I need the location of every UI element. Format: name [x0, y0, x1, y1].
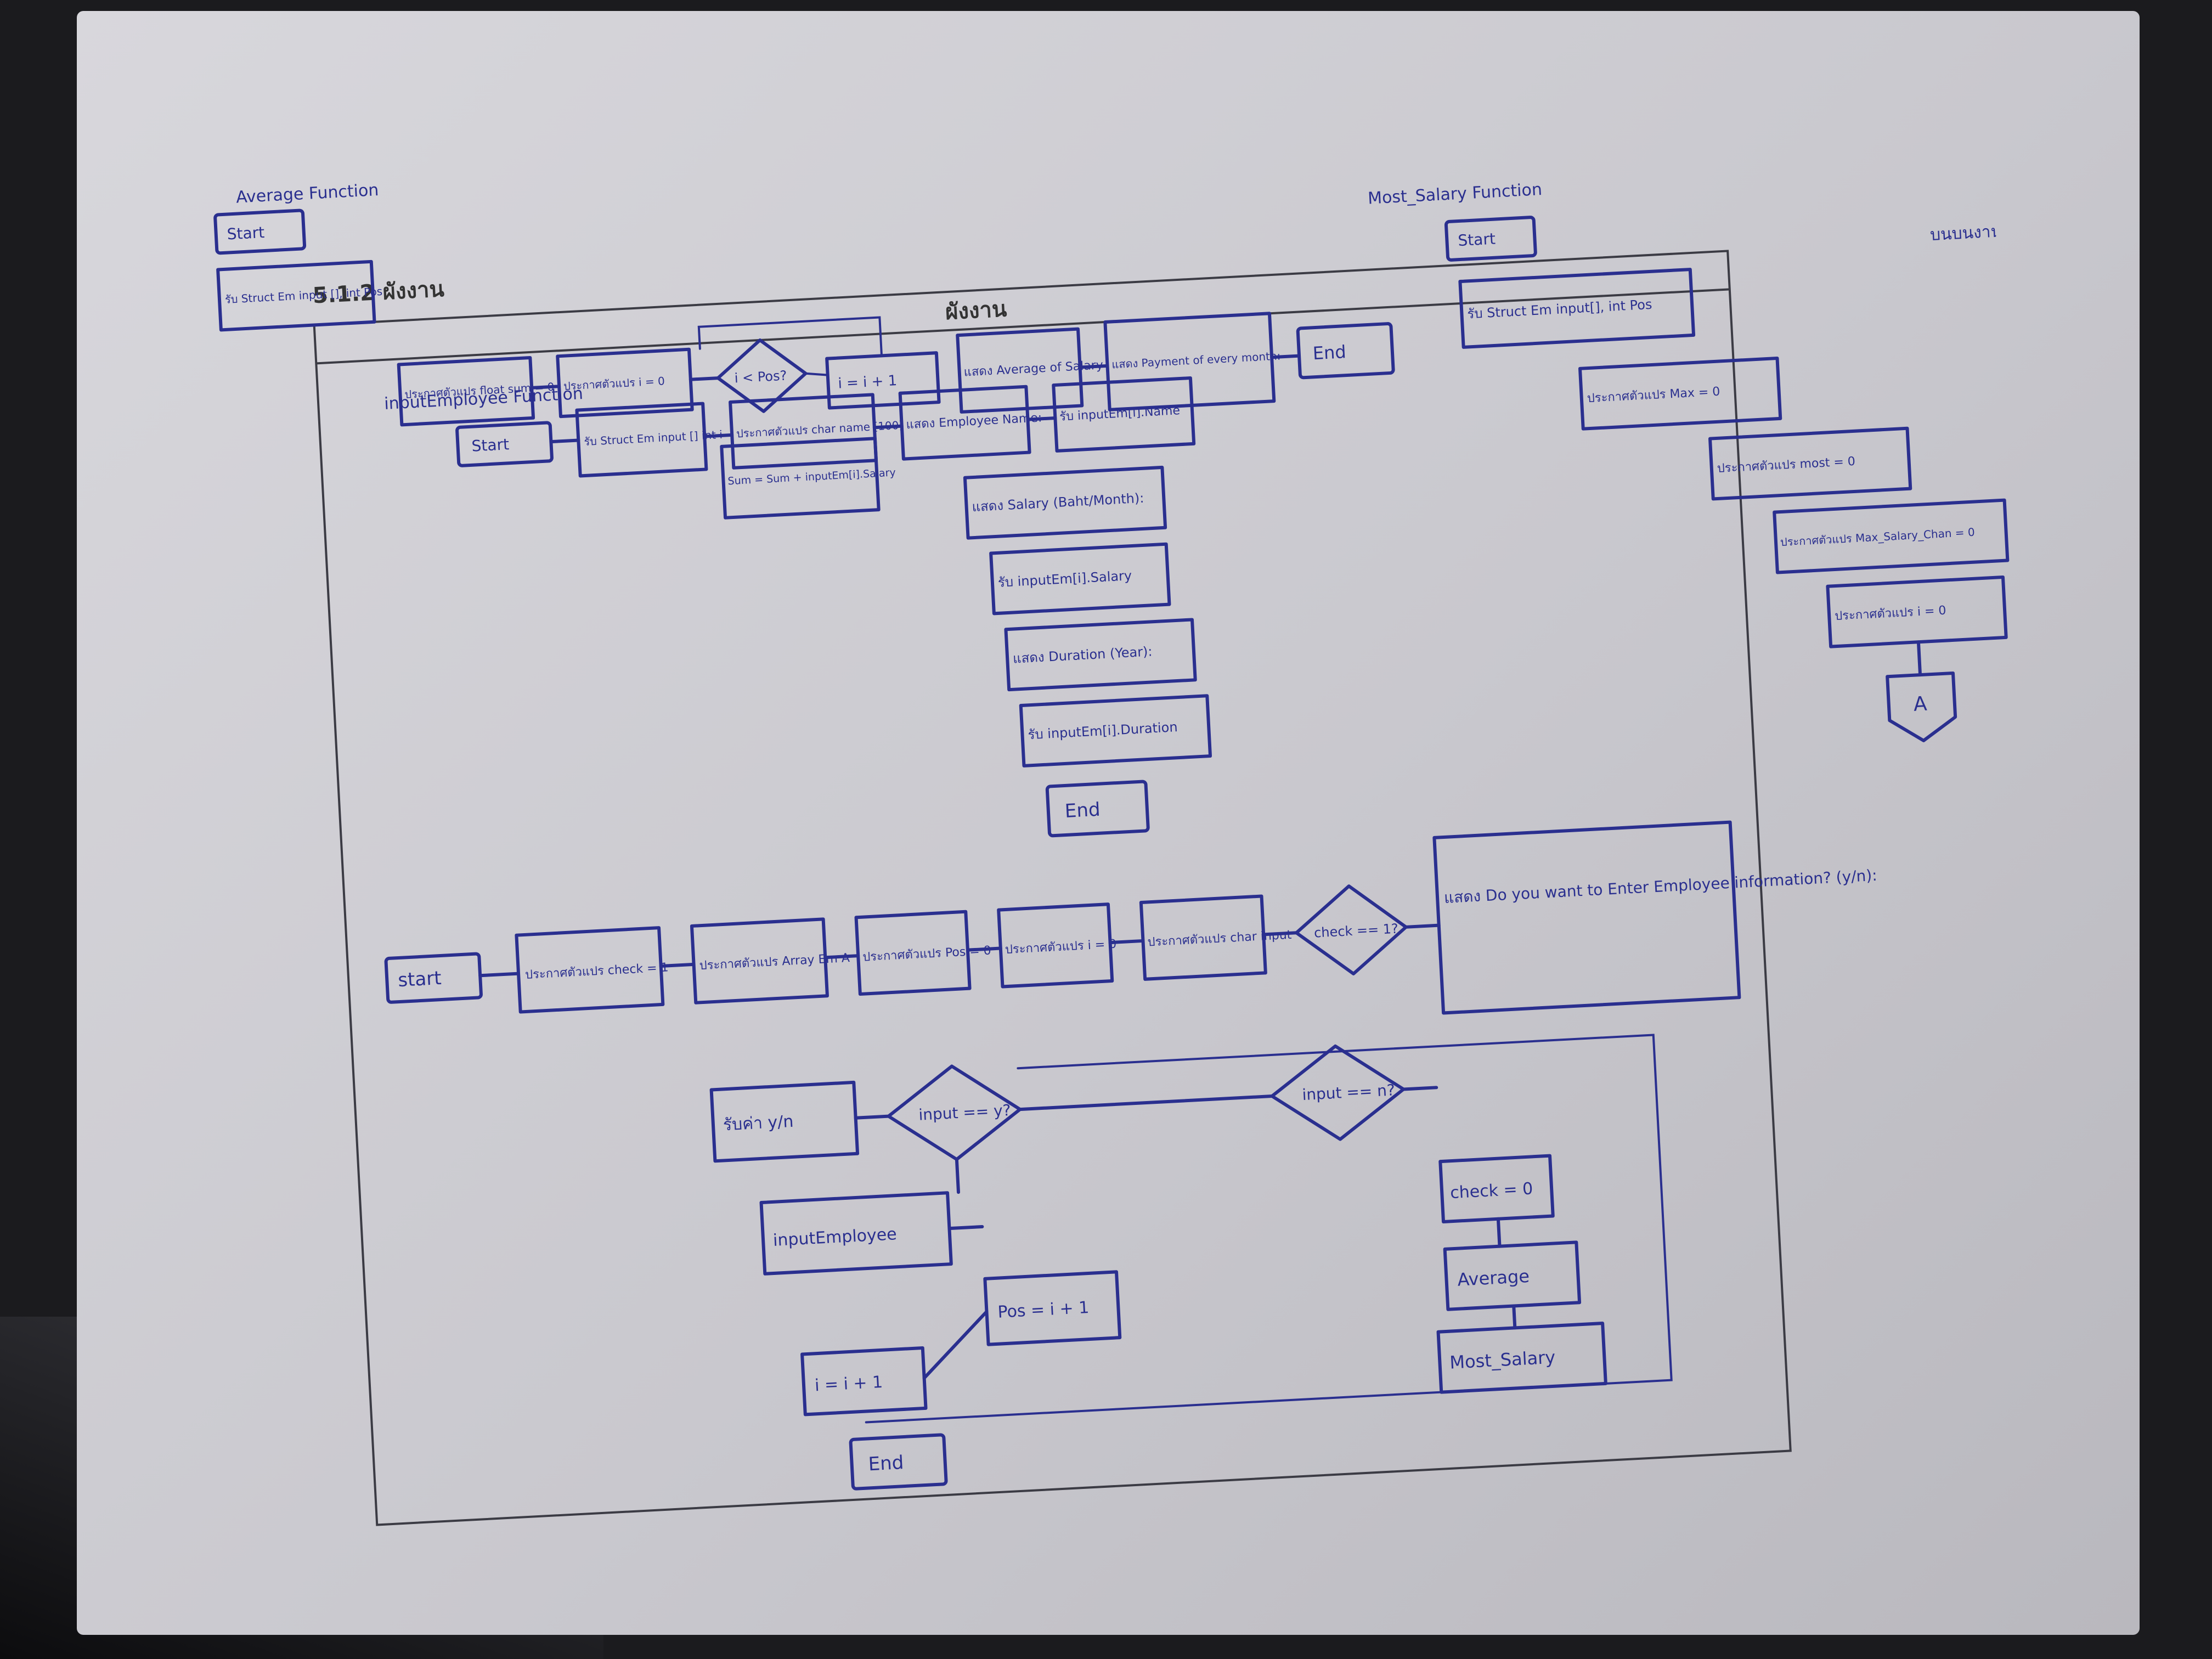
ms-declare-i-label: ประกาศตัวแปร i = 0	[1835, 604, 1946, 624]
ie-end-node	[1045, 780, 1150, 838]
ie-end-label: End	[1064, 799, 1101, 822]
input-y-label: input == y?	[918, 1101, 1012, 1124]
table-border	[313, 250, 1792, 1526]
avg-start-label: Start	[227, 223, 265, 244]
call-average-label: Average	[1457, 1266, 1530, 1290]
main-start-label: start	[397, 967, 442, 991]
main-end-label: End	[868, 1452, 905, 1475]
ie-show-duration-label: แสดง Duration (Year):	[1013, 644, 1153, 666]
loop-back-line	[865, 1034, 1673, 1424]
ie-show-name-label: แสดง Employee Name:	[906, 411, 1042, 432]
ie-read-duration-label: รับ inputEm[i].Duration	[1028, 719, 1178, 742]
avg-declare-i-label: ประกาศตัวแปร i = 0	[563, 374, 665, 393]
avg-start-node	[213, 208, 307, 255]
avg-receive-box	[216, 259, 376, 332]
init-pos-label: ประกาศตัวแปร Pos = 0	[862, 944, 992, 964]
init-input-label: ประกาศตัวแปร char input	[1147, 928, 1292, 950]
ie-read-name-box	[1052, 376, 1196, 453]
ms-declare-most-box	[1708, 426, 1912, 501]
avg-end-node	[1296, 322, 1395, 380]
ie-declare-name-label: ประกาศตัวแปร char name [100]	[736, 419, 903, 441]
ms-receive-box	[1458, 268, 1696, 349]
average-function: Average Function Start รับ Struct Em inp…	[213, 180, 1395, 520]
prompt-box	[1432, 820, 1741, 1015]
avg-show-payment-label: แสดง Payment of every month:	[1111, 349, 1281, 371]
page-number: 52	[1074, 1514, 1109, 1544]
read-input-label: รับค่า y/n	[723, 1112, 794, 1135]
ms-declare-max-label: ประกาศตัวแปร Max = 0	[1587, 385, 1720, 406]
ie-read-duration-box	[1019, 694, 1212, 768]
ms-connector-label: A	[1913, 693, 1928, 716]
ie-show-salary-label: แสดง Salary (Baht/Month):	[972, 490, 1144, 515]
input-n-label: input == n?	[1302, 1081, 1396, 1104]
ms-start-node	[1444, 216, 1537, 262]
check-decision-label: check == 1?	[1313, 921, 1398, 941]
ms-declare-max-salary-label: ประกาศตัวแปร Max_Salary_Chan = 0	[1780, 526, 1975, 549]
init-i-label: ประกาศตัวแปร i = 0	[1005, 937, 1116, 957]
avg-loop-back-line	[697, 316, 883, 376]
ie-start-label: Start	[471, 435, 510, 455]
table-header-line	[316, 288, 1730, 365]
avg-show-average-label: แสดง Average of Salary	[963, 358, 1103, 379]
avg-loop-decision-label: i < Pos?	[734, 368, 787, 386]
ms-receive-label: รับ Struct Em input[], int Pos	[1467, 297, 1652, 322]
main-flow: start ประกาศตัวแปร check = 1 ประกาศตัวแป…	[384, 820, 1877, 1491]
ms-declare-max-box	[1578, 356, 1782, 431]
avg-sum-step-label: Sum = Sum + inputEm[i].Salary	[727, 466, 896, 487]
call-most-salary-label: Most_Salary	[1449, 1347, 1556, 1373]
most-salary-title: Most_Salary Function	[1367, 180, 1542, 208]
flowchart-diagram: 5.1.2 ผังงาน ผังงาน 52 start ประกาศตัวแป…	[213, 180, 2010, 1544]
ms-declare-max-salary-box	[1773, 498, 2010, 574]
ie-read-salary-label: รับ inputEm[i].Salary	[997, 568, 1132, 590]
call-input-employee-label: inputEmployee	[772, 1224, 897, 1250]
avg-sum-step-box	[720, 437, 881, 520]
avg-i-step-label: i = i + 1	[838, 373, 898, 392]
table-header: ผังงาน	[945, 296, 1008, 325]
ie-show-salary-box	[963, 465, 1167, 540]
input-employee-function: inputEmployee Function Start รับ Struct …	[383, 376, 1212, 838]
prompt-label: แสดง Do you want to Enter Employee infor…	[1443, 866, 1877, 907]
pos-inc-label: Pos = i + 1	[997, 1298, 1090, 1322]
ie-show-duration-box	[1004, 618, 1197, 692]
check-zero-label: check = 0	[1449, 1179, 1533, 1203]
avg-end-label: End	[1312, 341, 1347, 364]
continued-note: บนบนงาน	[1929, 222, 2002, 245]
ms-start-label: Start	[1458, 230, 1496, 250]
i-inc-label: i = i + 1	[814, 1373, 883, 1395]
ie-read-salary-box	[989, 542, 1171, 616]
flowchart-sheet: 5.1.2 ผังงาน ผังงาน 52 start ประกาศตัวแป…	[148, 88, 2068, 1602]
init-check-label: ประกาศตัวแปร check = 1	[525, 961, 669, 982]
ie-receive-label: รับ Struct Em input [] int i	[584, 428, 723, 448]
average-title: Average Function	[235, 180, 379, 207]
notebook-page: 5.1.2 ผังงาน ผังงาน 52 start ประกาศตัวแป…	[77, 11, 2140, 1635]
most-salary-function: Most_Salary Function Start รับ Struct Em…	[1367, 180, 2010, 742]
main-end-node	[849, 1433, 948, 1491]
ms-connector-shape	[1886, 671, 1957, 742]
